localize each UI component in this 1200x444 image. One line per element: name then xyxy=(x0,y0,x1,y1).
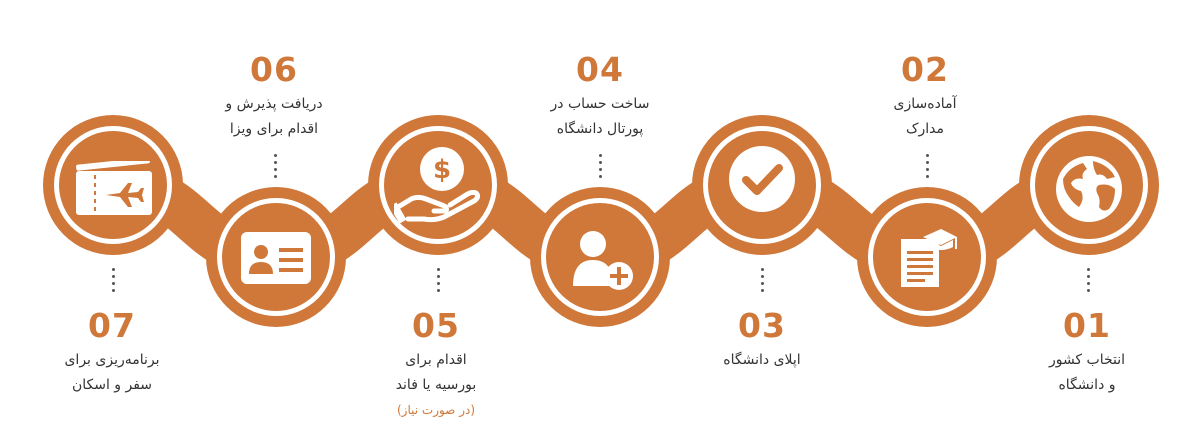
step-number: 05 xyxy=(412,306,460,345)
globe-icon xyxy=(1056,156,1122,222)
step-title-line-1: برنامه‌ریزی برای xyxy=(64,352,160,368)
connector-dots-02 xyxy=(924,154,930,182)
hand-dollar-icon: $ xyxy=(394,147,481,224)
step-title-line-1: دریافت پذیرش و xyxy=(225,96,323,112)
step-title-line-1: ساخت حساب در xyxy=(550,96,650,112)
svg-text:$: $ xyxy=(433,155,451,185)
step-number: 06 xyxy=(250,50,298,89)
step-02: 02 آماده‌سازی مدارک xyxy=(845,52,1005,142)
step-note: (در صورت نیاز) xyxy=(396,403,476,417)
checkmark-circle-icon xyxy=(729,146,795,212)
step-title-line-1: آماده‌سازی xyxy=(893,96,957,112)
step-06: 06 دریافت پذیرش و اقدام برای ویزا xyxy=(194,52,354,142)
connector-dots-04 xyxy=(597,154,603,182)
step-number: 07 xyxy=(88,306,136,345)
connector-dots-01 xyxy=(1085,268,1091,296)
step-01: 01 انتخاب کشور و دانشگاه xyxy=(1007,308,1167,398)
step-number: 02 xyxy=(901,50,949,89)
connector-dots-06 xyxy=(272,154,278,182)
step-title-line-2: و دانشگاه xyxy=(1058,377,1116,393)
step-number: 03 xyxy=(738,306,786,345)
step-title-line-2: بورسیه یا فاند xyxy=(395,377,477,393)
connector-dots-03 xyxy=(759,268,765,296)
step-05: 05 اقدام برای بورسیه یا فاند (در صورت نی… xyxy=(356,308,516,420)
step-number: 04 xyxy=(576,50,624,89)
document-graduation-cap-icon xyxy=(901,229,957,287)
step-number: 01 xyxy=(1063,306,1111,345)
id-card-icon xyxy=(241,232,311,284)
step-title-line-2: اقدام برای ویزا xyxy=(229,121,319,137)
step-title-line-2: سفر و اسکان xyxy=(71,377,153,393)
connector-dots-07 xyxy=(110,268,116,296)
step-title-line-2: پورتال دانشگاه xyxy=(556,121,644,137)
step-03: 03 اپلای دانشگاه xyxy=(682,308,842,373)
step-title-line-1: اقدام برای xyxy=(405,352,467,368)
plane-ticket-icon xyxy=(76,161,152,215)
step-04: 04 ساخت حساب در پورتال دانشگاه xyxy=(520,52,680,142)
step-07: 07 برنامه‌ریزی برای سفر و اسکان xyxy=(32,308,192,398)
step-title-line-1: انتخاب کشور xyxy=(1048,352,1126,368)
connector-dots-05 xyxy=(435,268,441,296)
step-title-line-2: مدارک xyxy=(905,121,945,137)
add-user-icon xyxy=(573,231,633,290)
step-title-line-1: اپلای دانشگاه xyxy=(723,352,801,368)
